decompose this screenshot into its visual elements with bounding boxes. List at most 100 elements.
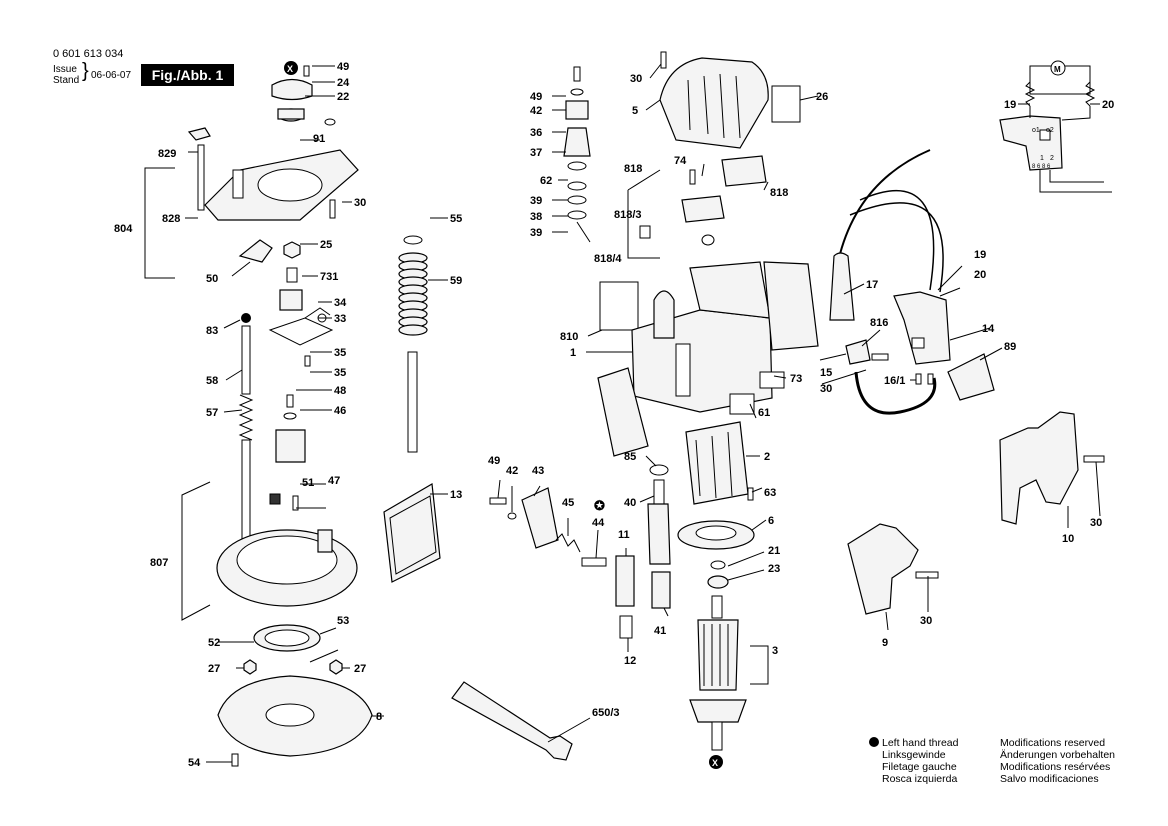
callout-30-handle10: 30 — [1090, 517, 1102, 529]
part-chip-guard-13 — [383, 483, 441, 583]
star-44-icon: ✪ — [594, 498, 605, 513]
callout-9: 9 — [882, 637, 888, 649]
part-ring-21 — [710, 560, 726, 570]
part-washer-39a — [567, 181, 587, 191]
bracket-3 — [750, 645, 769, 685]
callout-49c: 49 — [488, 455, 500, 467]
callout-8: 8 — [376, 711, 382, 723]
part-ring-52-inner — [264, 629, 310, 647]
part-cable-sleeve-17 — [829, 252, 855, 321]
part-sole-plate-hole — [265, 703, 315, 727]
callout-22: 22 — [337, 91, 349, 103]
part-plate-33 — [268, 317, 334, 346]
part-nut-27b — [329, 659, 343, 675]
part-depth-scale — [675, 343, 691, 397]
part-coil-windings — [695, 431, 733, 499]
part-screw-63 — [747, 487, 754, 501]
part-cable-clamp-816 — [845, 339, 871, 365]
callout-91: 91 — [313, 133, 325, 145]
part-pin-47 — [292, 495, 299, 511]
callout-89: 89 — [1004, 341, 1016, 353]
callout-818-3: 818/3 — [614, 209, 642, 221]
callout-47: 47 — [328, 475, 340, 487]
legend-modifications: Modifications reserved Änderungen vorbeh… — [1000, 737, 1115, 785]
group-motor-cap — [627, 51, 801, 259]
callout-17: 17 — [866, 279, 878, 291]
callout-14: 14 — [982, 323, 995, 335]
bracket-804 — [144, 167, 175, 279]
part-cap-ribs — [687, 73, 741, 139]
switch-2: 2 — [1050, 155, 1054, 162]
part-chip-guard-window — [389, 495, 437, 575]
callout-38: 38 — [530, 211, 542, 223]
part-washer-42 — [570, 88, 584, 96]
part-nut-51 — [269, 493, 281, 505]
callout-30-cap: 30 — [630, 73, 642, 85]
part-shaft-upper — [711, 595, 723, 619]
callout-30-switch: 30 — [820, 383, 832, 395]
part-spring-818-4 — [701, 234, 715, 246]
switch-o1: o1 — [1032, 127, 1040, 134]
part-spacer-731 — [286, 267, 298, 283]
wiring-leads-top — [1029, 106, 1091, 121]
group-wrench — [451, 681, 573, 761]
callout-818a: 818 — [624, 163, 642, 175]
part-switch-14 — [893, 291, 951, 365]
motor-symbol-label: M — [1054, 65, 1061, 74]
callout-35b: 35 — [334, 367, 346, 379]
part-brush-holder-818 — [681, 195, 725, 223]
callout-13: 13 — [450, 489, 462, 501]
part-ring-85 — [649, 464, 669, 476]
part-spring-34 — [304, 307, 331, 319]
part-label-61 — [729, 393, 755, 415]
callout-6: 6 — [768, 515, 774, 527]
callout-37: 37 — [530, 147, 542, 159]
part-slider-46 — [275, 429, 306, 463]
callout-55: 55 — [450, 213, 462, 225]
callout-12: 12 — [624, 655, 636, 667]
part-housing-top — [689, 261, 771, 319]
part-spring-57 — [238, 394, 254, 441]
callout-829: 829 — [158, 148, 176, 160]
callout-27b: 27 — [354, 663, 366, 675]
part-lock-button-43 — [521, 487, 559, 549]
legend-mod-de: Änderungen vorbehalten — [1000, 749, 1115, 761]
callout-74: 74 — [674, 155, 687, 167]
part-label-26 — [771, 85, 801, 123]
part-ball-83 — [241, 313, 251, 323]
part-rod-828 — [197, 144, 205, 211]
group-motor-internals: X — [677, 421, 769, 769]
callout-45: 45 — [562, 497, 574, 509]
part-shaft-40 — [647, 503, 671, 565]
part-clamp-89 — [947, 353, 995, 401]
callout-49b: 49 — [530, 91, 542, 103]
callout-30-handle9: 30 — [920, 615, 932, 627]
part-washer-42b — [507, 512, 517, 520]
group-switch-cables: M o1 o2 1 2 8 6 8 6 — [829, 60, 1112, 615]
part-brush-holder-818-right — [721, 155, 767, 187]
callout-61: 61 — [758, 407, 770, 419]
wiring-leads-bottom — [1039, 170, 1112, 193]
part-washer-48 — [283, 412, 297, 420]
legend-lt-fr: Filetage gauche — [882, 761, 957, 773]
callout-44: 44 — [592, 517, 605, 529]
part-nut-27a — [243, 659, 257, 675]
issue-label: Issue — [53, 64, 77, 75]
part-screw-48 — [286, 394, 294, 408]
wiring-switch-knob — [1039, 129, 1051, 141]
part-brush-818-3 — [639, 225, 651, 239]
part-knob-34 — [279, 289, 303, 311]
part-handle-shell-10 — [999, 411, 1079, 525]
cable-lead-20 — [849, 202, 944, 293]
callout-83: 83 — [206, 325, 218, 337]
part-pin-40 — [653, 479, 665, 505]
part-wingnut-50 — [238, 239, 273, 263]
part-nut-25 — [283, 241, 301, 259]
wiring-coil-19 — [1024, 81, 1036, 107]
part-handle-left — [597, 367, 649, 457]
x-marker-bottom: X — [712, 758, 718, 768]
x-marker-top: X — [287, 64, 293, 74]
callout-11: 11 — [618, 529, 630, 541]
callout-51: 51 — [302, 477, 314, 489]
callout-10: 10 — [1062, 533, 1074, 545]
